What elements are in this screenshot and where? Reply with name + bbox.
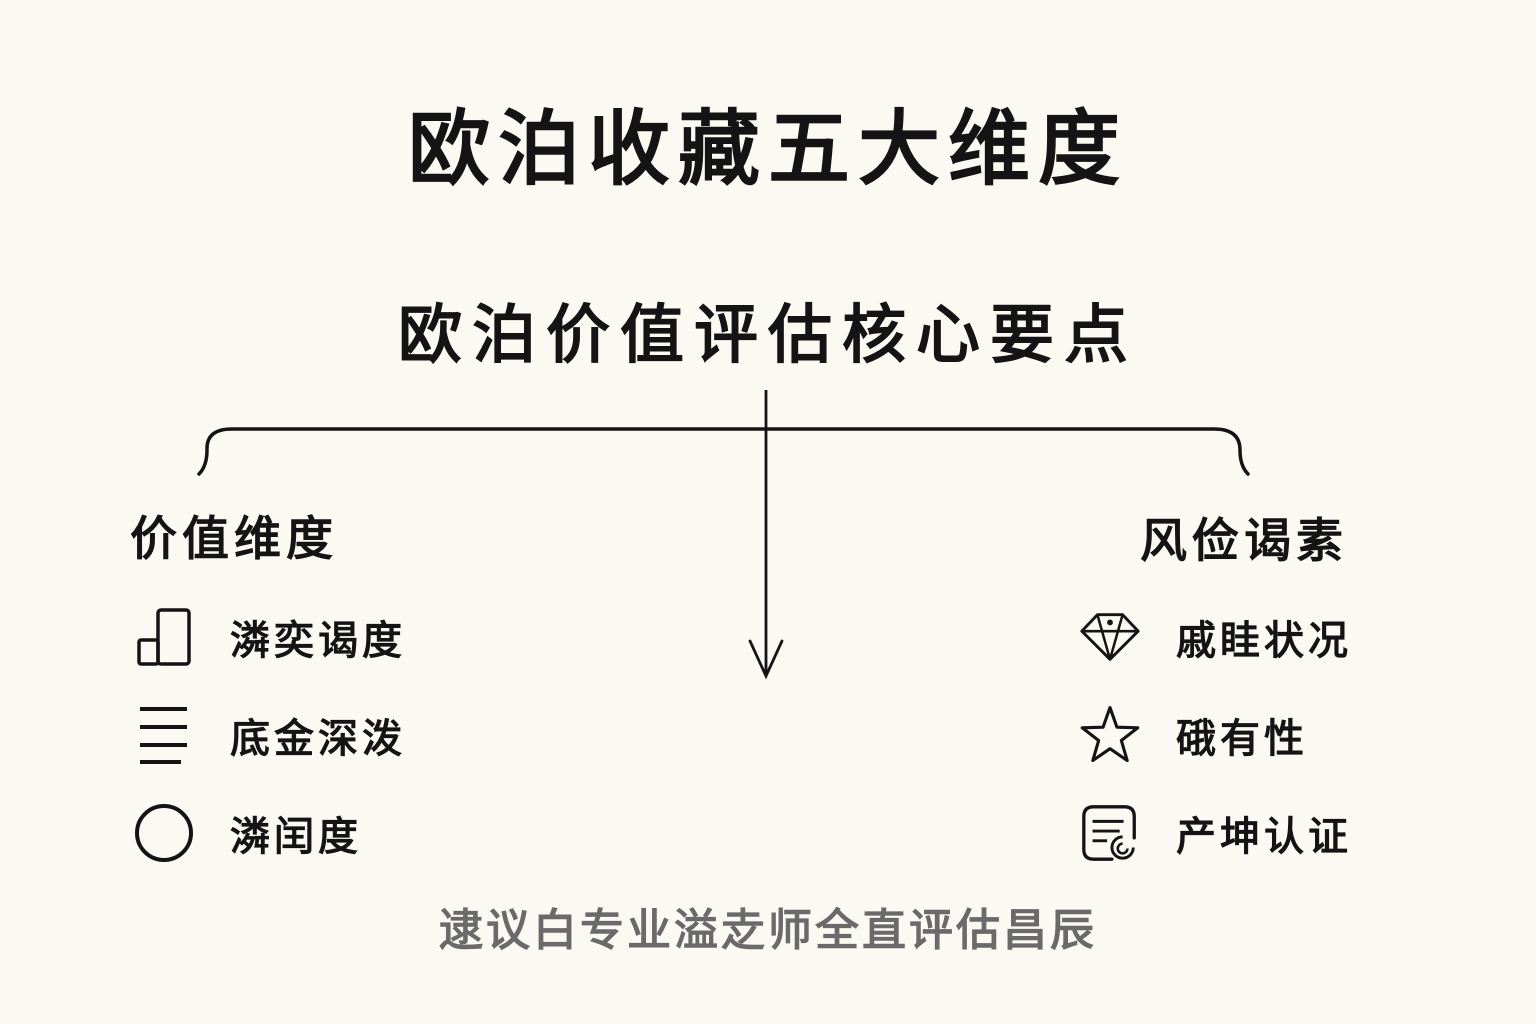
list-item: 潾奕谒度	[132, 602, 406, 672]
list-item: 底金深泼	[132, 700, 406, 770]
bar-chart-icon	[132, 604, 196, 670]
list-lines-icon	[132, 702, 196, 768]
item-label: 戚眭状况	[1176, 619, 1352, 663]
star-icon	[1078, 702, 1142, 768]
item-label: 硪有性	[1176, 717, 1308, 761]
risk-factors-heading: 风俭谒素	[1140, 514, 1348, 567]
list-item: 潾闰度	[132, 798, 362, 868]
item-label: 底金深泼	[230, 717, 406, 761]
list-item: 硪有性	[1078, 700, 1308, 770]
item-label: 潾奕谒度	[230, 619, 406, 663]
circle-icon	[132, 800, 196, 866]
value-dimensions-heading: 价值维度	[130, 512, 338, 565]
down-arrow-head-icon	[748, 639, 784, 680]
item-label: 潾闰度	[230, 815, 362, 859]
certificate-icon	[1078, 800, 1142, 866]
footer-note: 逮议白专业溢赱师全直评估昌辰	[439, 906, 1097, 955]
top-bracket-connector	[197, 427, 1250, 476]
list-item: 产坤认证	[1078, 798, 1352, 868]
page-title: 欧泊收藏五大维度	[407, 104, 1128, 195]
list-item: 戚眭状况	[1078, 602, 1352, 672]
diamond-icon	[1078, 604, 1142, 670]
diagram-subtitle: 欧泊价值评估核心要点	[398, 299, 1138, 371]
item-label: 产坤认证	[1176, 815, 1352, 859]
